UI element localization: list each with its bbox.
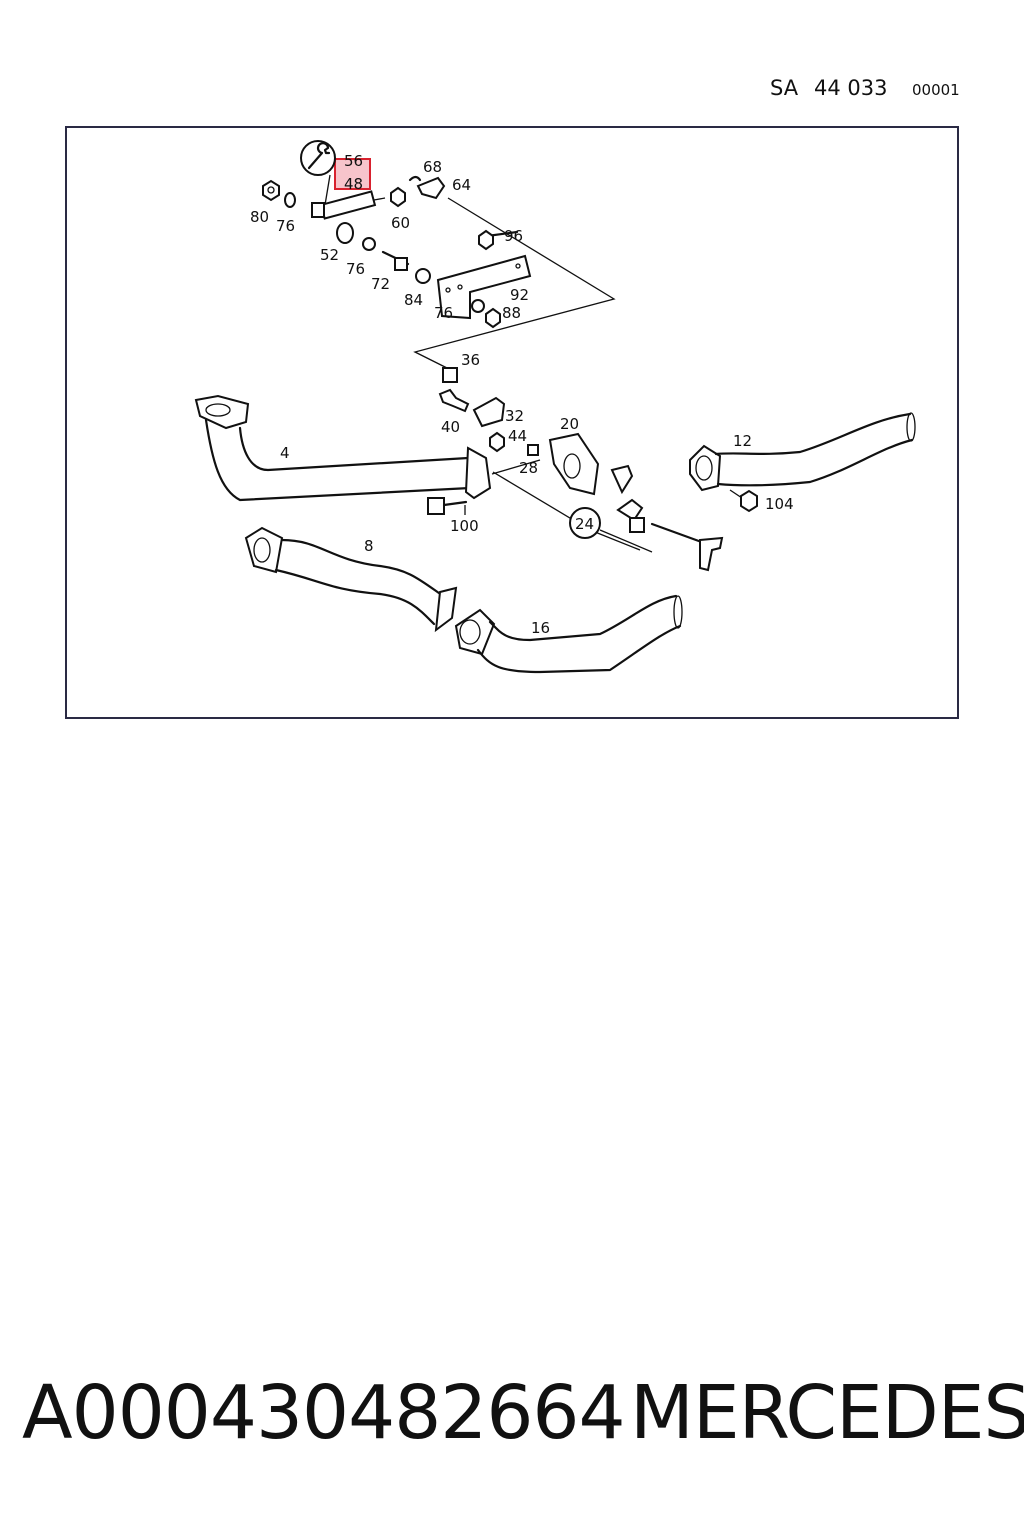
wrench-icon xyxy=(300,140,336,176)
footer: A000430482664 MERCEDES xyxy=(0,1370,1024,1480)
pipe-4 xyxy=(194,394,492,502)
callout-8[interactable]: 8 xyxy=(364,537,374,555)
callout-32[interactable]: 32 xyxy=(505,407,524,425)
callout-labels: 56 48 68 64 80 76 60 96 52 76 72 84 92 7… xyxy=(250,152,794,637)
callout-92[interactable]: 92 xyxy=(510,286,529,304)
callout-104[interactable]: 104 xyxy=(765,495,794,513)
pipe-12 xyxy=(689,412,916,492)
callout-76c[interactable]: 76 xyxy=(434,304,453,322)
callout-76b[interactable]: 76 xyxy=(346,260,365,278)
callout-52[interactable]: 52 xyxy=(320,246,339,264)
callout-76[interactable]: 76 xyxy=(276,217,295,235)
group-number: 44 033 xyxy=(814,76,888,100)
callout-64[interactable]: 64 xyxy=(452,176,471,194)
part-number: A000430482664 xyxy=(22,1370,626,1456)
callout-60[interactable]: 60 xyxy=(391,214,410,232)
callout-48[interactable]: 48 xyxy=(344,175,363,193)
callout-68[interactable]: 68 xyxy=(423,158,442,176)
callout-16[interactable]: 16 xyxy=(531,619,550,637)
callout-56[interactable]: 56 xyxy=(344,152,363,170)
hardware-parts xyxy=(262,175,758,572)
callout-84[interactable]: 84 xyxy=(404,291,423,309)
pipe-16 xyxy=(454,594,683,674)
callout-80[interactable]: 80 xyxy=(250,208,269,226)
callout-44[interactable]: 44 xyxy=(508,427,527,445)
sa-label: SA xyxy=(770,76,799,100)
parts-diagram-frame xyxy=(65,126,959,719)
parts-diagram: 56 48 68 64 80 76 60 96 52 76 72 84 92 7… xyxy=(194,140,916,674)
highlight-box[interactable] xyxy=(334,158,371,190)
callout-100[interactable]: 100 xyxy=(450,517,479,535)
callout-36[interactable]: 36 xyxy=(461,351,480,369)
leader-lines xyxy=(324,174,746,553)
pipe-8 xyxy=(244,526,458,633)
callout-20[interactable]: 20 xyxy=(560,415,579,433)
brand-name: MERCEDES xyxy=(630,1370,1024,1456)
callout-72[interactable]: 72 xyxy=(371,275,390,293)
callout-40[interactable]: 40 xyxy=(441,418,460,436)
diagram-header: SA 44 033 00001 xyxy=(768,76,968,104)
callout-4[interactable]: 4 xyxy=(280,444,290,462)
sheet-code: 00001 xyxy=(912,81,960,99)
callout-12[interactable]: 12 xyxy=(733,432,752,450)
callout-96[interactable]: 96 xyxy=(504,227,523,245)
callout-88[interactable]: 88 xyxy=(502,304,521,322)
callout-24[interactable]: 24 xyxy=(575,515,594,533)
callout-28[interactable]: 28 xyxy=(519,459,538,477)
